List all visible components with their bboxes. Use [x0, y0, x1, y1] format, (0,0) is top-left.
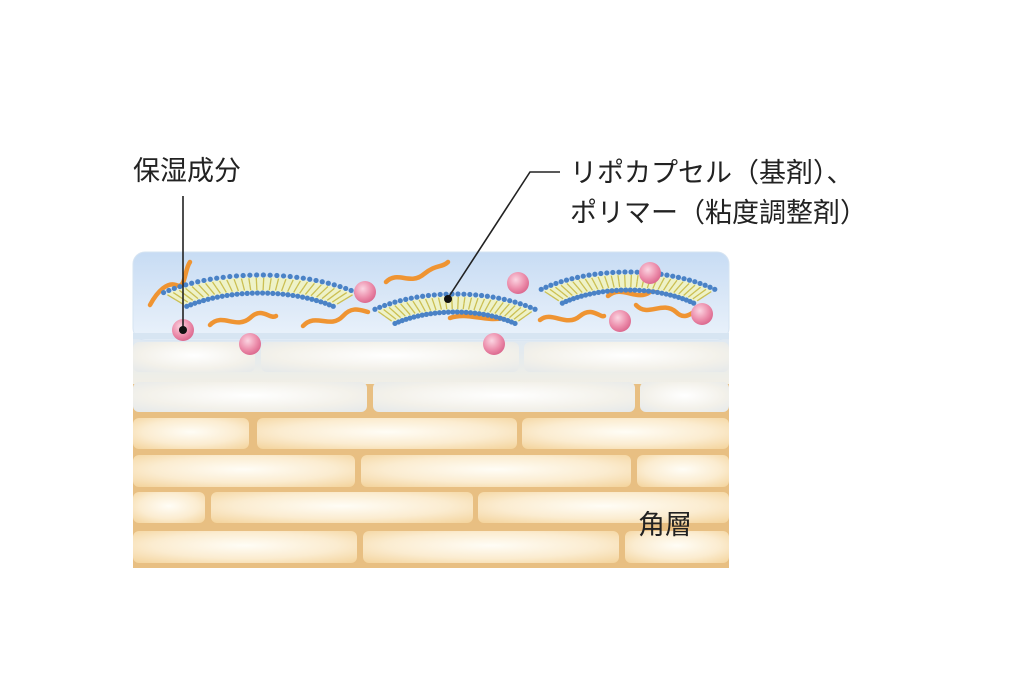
moisturizer-spheres: [172, 262, 713, 355]
corneocyte-cell: [133, 418, 249, 449]
moisturizer-sphere: [507, 272, 529, 294]
leader-dot-moisturizer: [179, 326, 187, 334]
liposome-label-line2: ポリマー（粘度調整剤）: [570, 198, 867, 229]
corneocyte-cell: [363, 531, 619, 563]
liposome: [372, 291, 538, 327]
moisturizer-sphere: [691, 303, 713, 325]
moisturizer-sphere: [239, 333, 261, 355]
leader-lines: [182, 171, 560, 329]
corneocyte-cell: [640, 382, 729, 412]
liposome-label-line1: リポカプセル（基剤）、: [570, 158, 854, 189]
polymer-strand: [633, 302, 697, 319]
leader-dot-liposome: [444, 295, 452, 303]
corneocyte-cell: [133, 455, 355, 487]
leader-line-liposome: [447, 171, 560, 299]
polymer-strand: [537, 309, 607, 323]
liposome: [160, 272, 360, 309]
corneocyte-cell: [373, 382, 635, 412]
film-edge: [133, 333, 729, 339]
moisturizer-label: 保湿成分: [133, 156, 241, 187]
corneocyte-cell: [261, 342, 519, 372]
corneocyte-cell: [211, 492, 473, 523]
stratum-corneum-label: 角層: [638, 510, 692, 541]
corneocyte-cell: [361, 455, 631, 487]
moisturizer-sphere: [609, 310, 631, 332]
moisturizer-sphere: [354, 281, 376, 303]
corneocyte-cell: [133, 492, 205, 523]
moisturizer-sphere: [639, 262, 661, 284]
corneocyte-cell: [522, 418, 729, 449]
corneocyte-cell: [478, 492, 729, 523]
corneocyte-cell: [133, 531, 357, 563]
stratum-corneum: [133, 336, 729, 568]
corneocyte-cell: [257, 418, 517, 449]
corneocyte-cell: [637, 455, 729, 487]
polymer-strand: [207, 310, 279, 328]
corneocyte-cells: [133, 342, 729, 563]
polymer-strand: [383, 259, 451, 285]
corneocyte-cell: [524, 342, 729, 372]
moisturizer-sphere: [483, 333, 505, 355]
corneocyte-cell: [133, 382, 367, 412]
corneocyte-cell: [625, 531, 729, 563]
corneocyte-cell: [133, 342, 255, 372]
polymer-strand: [147, 259, 193, 308]
polymer-strand: [300, 307, 371, 329]
